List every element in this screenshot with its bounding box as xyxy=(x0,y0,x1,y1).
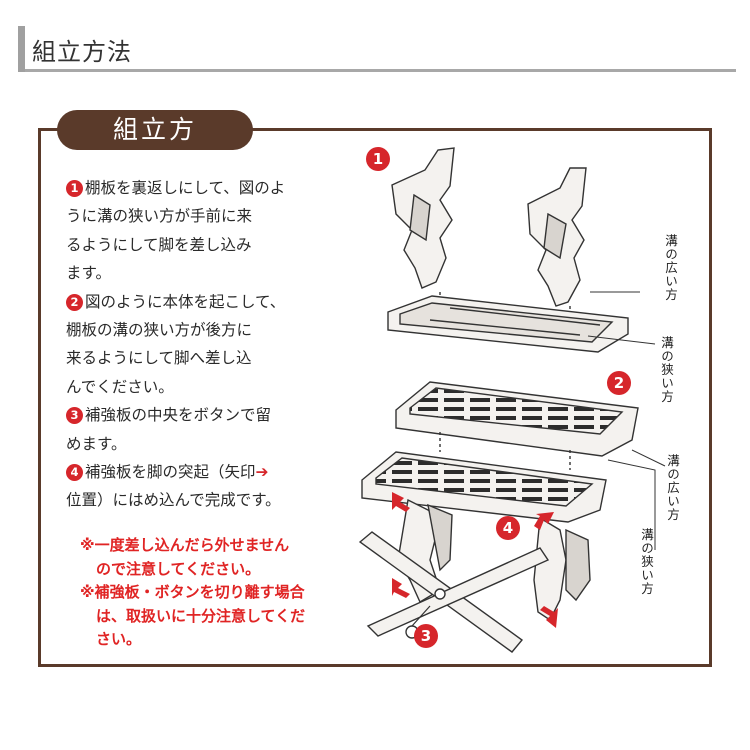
step-number-badge: 3 xyxy=(66,407,83,425)
red-arrow-icon xyxy=(534,512,554,530)
label-wide-bottom: 溝の広い方 xyxy=(665,454,680,522)
leg-back-right xyxy=(565,528,591,602)
note-text: ので注意してください。 xyxy=(96,559,261,578)
step-text: 位置）にはめ込んで完成です。 xyxy=(66,491,281,510)
step-text: 補強板を脚の突起（矢印 xyxy=(85,463,256,482)
caution-notes: ※一度差し込んだら外せません ので注意してください。 ※補強板・ボタンを切り離す… xyxy=(80,534,352,652)
note-text: ※補強板・ボタンを切り離す場合 xyxy=(80,583,305,602)
note-text: さい。 xyxy=(96,630,142,649)
step-number-badge: 2 xyxy=(66,293,83,311)
diagram-badge-1: 1 xyxy=(366,147,390,171)
step-text: ます。 xyxy=(66,264,111,283)
note-text: は、取扱いに十分注意してくだ xyxy=(96,606,306,625)
leg-back-left xyxy=(427,503,453,572)
step-text: 図のように本体を起こして、 xyxy=(85,292,286,311)
red-arrow-icon xyxy=(392,492,410,512)
caution-note-1: ※一度差し込んだら外せません ので注意してください。 xyxy=(80,534,352,581)
step2-illustration xyxy=(361,381,666,550)
caution-note-2: ※補強板・ボタンを切り離す場合 は、取扱いに十分注意してくだ さい。 xyxy=(80,581,352,652)
step-number-badge: 1 xyxy=(66,180,83,197)
step-text: 補強板の中央をボタンで留 xyxy=(85,406,272,425)
step-text: 来るようにして脚へ差し込 xyxy=(66,349,252,368)
step1-illustration xyxy=(387,147,656,353)
assembly-panel xyxy=(38,128,712,667)
step-number-badge: 4 xyxy=(66,464,83,482)
step-text: めます。 xyxy=(66,434,127,453)
header-divider xyxy=(25,69,736,72)
diagram-badge-4: 4 xyxy=(496,516,520,540)
label-narrow-top: 溝の狭い方 xyxy=(659,336,674,404)
note-text: ※一度差し込んだら外せません xyxy=(80,536,290,554)
step-text: うに溝の狭い方が手前に来 xyxy=(66,207,253,226)
page-title: 組立方法 xyxy=(32,38,132,66)
header-accent-bar xyxy=(18,26,25,72)
red-arrow-icon xyxy=(540,606,558,628)
label-narrow-bottom: 溝の狭い方 xyxy=(639,528,654,596)
label-wide-top: 溝の広い方 xyxy=(663,234,678,302)
red-arrow-icon xyxy=(392,578,410,598)
red-arrows xyxy=(392,492,558,628)
step-text: るようにして脚を差し込み xyxy=(66,235,252,254)
diagram-badge-2: 2 xyxy=(607,371,631,395)
leg-front-right xyxy=(533,516,567,622)
base-illustration xyxy=(358,498,591,653)
panel-label: 組立方 xyxy=(57,110,253,150)
red-arrow-icon: ➔ xyxy=(255,463,269,482)
step-text: 棚板の溝の狭い方が後方に xyxy=(66,321,253,340)
page-header: 組立方法 xyxy=(18,26,736,72)
step-text: んでください。 xyxy=(66,377,174,396)
diagram-badge-3: 3 xyxy=(414,624,438,648)
step-text: 棚板を裏返しにして、図のよ xyxy=(85,179,286,197)
brace-b xyxy=(366,547,550,637)
